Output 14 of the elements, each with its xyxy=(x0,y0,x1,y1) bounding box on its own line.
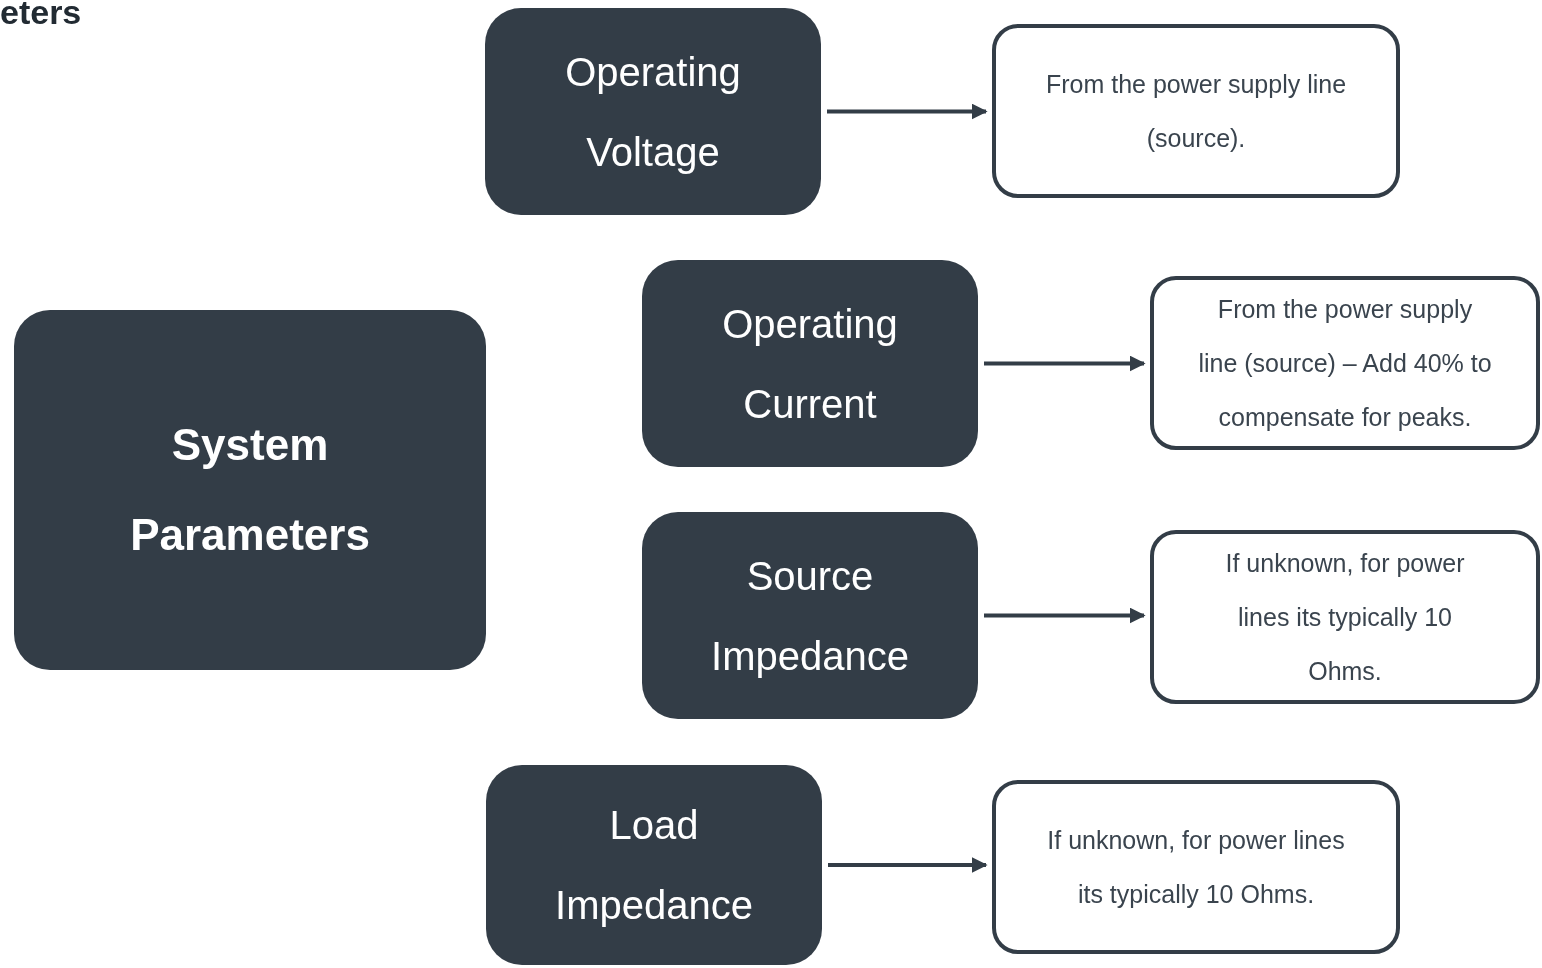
arrow xyxy=(984,607,1146,624)
parameter-box: Operating Current xyxy=(642,260,978,467)
parameter-box: System Parameters xyxy=(14,310,486,670)
parameter-box: Source Impedance xyxy=(642,512,978,719)
heading: eters xyxy=(0,0,82,32)
parameter-box: Load Impedance xyxy=(486,765,822,965)
note-box: From the power supply line (source). xyxy=(992,24,1400,198)
note-box: If unknown, for power lines its typically 10 Ohms. xyxy=(1150,530,1540,704)
arrow xyxy=(827,103,988,120)
note-box: From the power supply line (source) – Add 40% to compensate for peaks. xyxy=(1150,276,1540,450)
arrow xyxy=(828,857,988,873)
note-box: If unknown, for power lines its typically 10 Ohms. xyxy=(992,780,1400,954)
parameter-box: Operating Voltage xyxy=(485,8,821,215)
arrow xyxy=(984,355,1146,372)
